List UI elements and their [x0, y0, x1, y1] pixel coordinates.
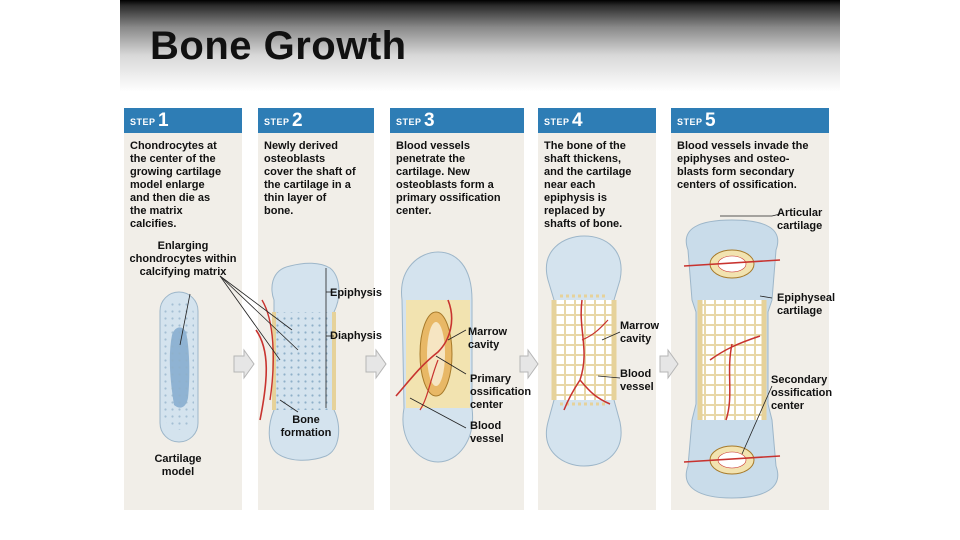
- step-3-description: Blood vessels penetrate the cartilage. N…: [396, 140, 501, 218]
- step-4-panel: STEP 4 The bone of the shaft thickens, a…: [538, 108, 656, 510]
- step-4-description: The bone of the shaft thickens, and the …: [544, 140, 631, 231]
- label-cartilage-model: Cartilage model: [148, 453, 208, 479]
- step-3-panel: STEP 3 Blood vessels penetrate the carti…: [390, 108, 524, 510]
- step-4-number: 4: [572, 110, 583, 132]
- step-1-word: STEP: [130, 117, 156, 127]
- step-4-header: STEP 4: [538, 108, 656, 133]
- slide: Bone Growth STEP 1 Chondrocytes at the c…: [120, 0, 840, 540]
- step-3-number: 3: [424, 110, 435, 132]
- label-articular-cartilage: Articular cartilage: [777, 207, 822, 233]
- label-enlarging-chondrocytes: Enlarging chondrocytes within calcifying…: [128, 240, 238, 279]
- step-2-word: STEP: [264, 117, 290, 127]
- step-5-number: 5: [705, 110, 716, 132]
- step-5-header: STEP 5: [671, 108, 829, 133]
- step-2-header: STEP 2: [258, 108, 374, 133]
- step-2-panel: STEP 2 Newly derived osteoblasts cover t…: [258, 108, 374, 510]
- label-epiphysis: Epiphysis: [330, 287, 382, 300]
- label-epiphyseal-cartilage: Epiphyseal cartilage: [777, 292, 835, 318]
- step-2-description: Newly derived osteoblasts cover the shaf…: [264, 140, 356, 218]
- step-1-number: 1: [158, 110, 169, 132]
- step-2-number: 2: [292, 110, 303, 132]
- label-bone-formation: Bone formation: [278, 414, 334, 440]
- label-diaphysis: Diaphysis: [330, 330, 382, 343]
- slide-title: Bone Growth: [150, 24, 407, 69]
- step-4-word: STEP: [544, 117, 570, 127]
- label-marrow-cavity-4: Marrow cavity: [620, 320, 659, 346]
- step-1-description: Chondrocytes at the center of the growin…: [130, 140, 221, 231]
- step-5-word: STEP: [677, 117, 703, 127]
- step-5-description: Blood vessels invade the epiphyses and o…: [677, 140, 808, 192]
- label-secondary-ossification-center: Secondary ossification center: [771, 374, 832, 413]
- label-marrow-cavity-3: Marrow cavity: [468, 326, 507, 352]
- step-3-header: STEP 3: [390, 108, 524, 133]
- step-1-panel: STEP 1 Chondrocytes at the center of the…: [124, 108, 242, 510]
- label-blood-vessel-3: Blood vessel: [470, 420, 504, 446]
- step-3-word: STEP: [396, 117, 422, 127]
- label-blood-vessel-4: Blood vessel: [620, 368, 654, 394]
- step-1-header: STEP 1: [124, 108, 242, 133]
- label-primary-ossification-center: Primary ossification center: [470, 373, 531, 412]
